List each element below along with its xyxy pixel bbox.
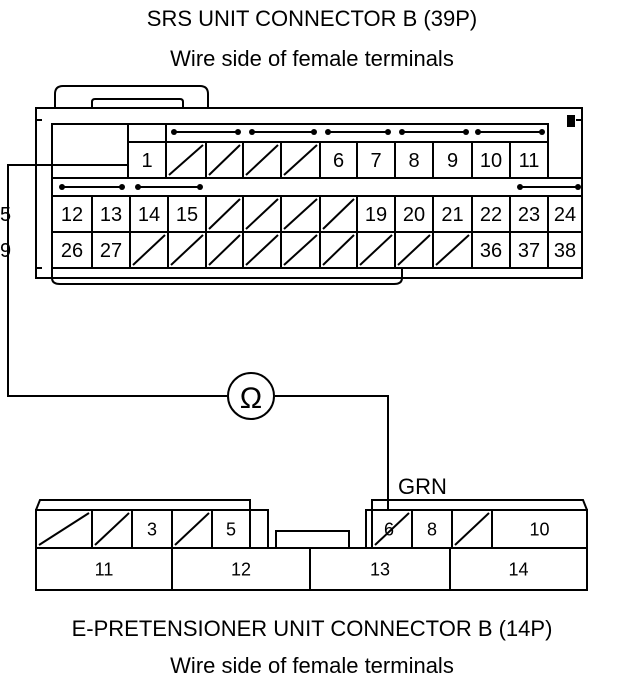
connector-b-terminals: 3 5 6 8 10 11 12 13 14 bbox=[35, 509, 588, 591]
terminal-23: 23 bbox=[518, 204, 540, 226]
guide-slot bbox=[127, 123, 167, 143]
terminal-8: 8 bbox=[408, 150, 419, 172]
terminal-38: 38 bbox=[554, 240, 576, 262]
terminal-blank-empty-slash bbox=[283, 198, 318, 230]
lock-dot bbox=[325, 129, 331, 135]
terminal-24: 24 bbox=[554, 204, 576, 226]
terminal-13: 13 bbox=[370, 559, 390, 579]
terminal-blank-empty-slash bbox=[397, 234, 431, 266]
terminal-3: 3 bbox=[147, 519, 157, 539]
lock-strip bbox=[165, 123, 549, 143]
connector-b-housing bbox=[35, 499, 588, 591]
terminal-blank-empty-slash bbox=[168, 144, 204, 176]
connector-b-title: E-PRETENSIONER UNIT CONNECTOR B (14P) bbox=[71, 616, 553, 641]
terminal-blank-empty-slash bbox=[454, 512, 490, 546]
terminal-25: 25 bbox=[0, 204, 11, 226]
terminal-14: 14 bbox=[138, 204, 160, 226]
terminal-blank-empty-slash bbox=[170, 234, 204, 266]
lock-dot bbox=[311, 129, 317, 135]
terminal-10: 10 bbox=[529, 519, 549, 539]
terminal-8: 8 bbox=[427, 519, 437, 539]
terminal-blank-empty-slash bbox=[174, 512, 210, 546]
terminal-12: 12 bbox=[231, 559, 251, 579]
lock-dot bbox=[399, 129, 405, 135]
terminal-blank-empty-slash bbox=[283, 144, 318, 176]
terminal-27: 27 bbox=[100, 240, 122, 262]
terminal-blank-empty-slash bbox=[132, 234, 166, 266]
lock-dot bbox=[59, 184, 65, 190]
terminal-blank-empty-slash bbox=[208, 144, 241, 176]
terminal-19: 19 bbox=[365, 204, 387, 226]
test-wire bbox=[7, 164, 389, 510]
terminal-6: 6 bbox=[384, 519, 394, 539]
terminal-5: 5 bbox=[226, 519, 236, 539]
terminal-blank-empty-slash bbox=[208, 198, 241, 230]
terminal-20: 20 bbox=[403, 204, 425, 226]
terminal-39: 39 bbox=[0, 240, 11, 262]
terminal-blank-empty-slash bbox=[38, 512, 90, 546]
terminal-6: 6 bbox=[333, 150, 344, 172]
terminal-22: 22 bbox=[480, 204, 502, 226]
lock-dot bbox=[249, 129, 255, 135]
ohm-symbol: Ω bbox=[240, 382, 262, 415]
connector-a-title: SRS UNIT CONNECTOR B (39P) bbox=[146, 6, 478, 31]
terminal-38-cell bbox=[547, 231, 583, 269]
terminal-blank-empty-slash bbox=[322, 198, 355, 230]
terminal-11: 11 bbox=[95, 559, 114, 579]
lock-dot bbox=[475, 129, 481, 135]
terminal-blank-empty-slash bbox=[94, 512, 130, 546]
terminal-blank-empty-slash bbox=[435, 234, 470, 266]
terminal-21: 21 bbox=[441, 204, 463, 226]
lock-dot bbox=[135, 184, 141, 190]
terminal-14-cell bbox=[449, 547, 588, 591]
connector-a-subtitle: Wire side of female terminals bbox=[170, 46, 454, 71]
lock-dot bbox=[171, 129, 177, 135]
terminal-blank-empty-slash bbox=[322, 234, 355, 266]
terminal-blank-empty-slash bbox=[208, 234, 241, 266]
terminal-blank-empty-slash bbox=[359, 234, 393, 266]
terminal-26: 26 bbox=[61, 240, 83, 262]
terminal-36: 36 bbox=[480, 240, 502, 262]
ohmmeter-icon bbox=[227, 372, 275, 420]
terminal-13: 13 bbox=[100, 204, 122, 226]
terminal-blank-empty-slash bbox=[245, 144, 279, 176]
terminal-7: 7 bbox=[370, 150, 381, 172]
lock-dot bbox=[119, 184, 125, 190]
blank-block bbox=[51, 123, 129, 179]
terminal-14: 14 bbox=[508, 559, 528, 579]
connector-a-terminals: 1 6 7 8 9 10 11 12 26 13 27 14 15 19 20 21 22 36 23 37 24 38 2… bbox=[0, 123, 583, 269]
terminal-15: 15 bbox=[176, 204, 198, 226]
terminal-9: 9 bbox=[447, 150, 458, 172]
terminal-37: 37 bbox=[518, 240, 540, 262]
connector-b-subtitle: Wire side of female terminals bbox=[170, 653, 454, 678]
lock-dot bbox=[235, 129, 241, 135]
terminal-blank-empty-slash bbox=[374, 512, 410, 546]
lock-strip bbox=[51, 177, 583, 197]
terminal-1: 1 bbox=[141, 150, 152, 172]
terminal-blank-empty-slash bbox=[283, 234, 318, 266]
terminal-blank-empty-slash bbox=[245, 198, 279, 230]
terminal-11: 11 bbox=[519, 150, 540, 172]
lock-dot bbox=[197, 184, 203, 190]
terminal-12: 12 bbox=[61, 204, 83, 226]
lock-dot bbox=[575, 184, 581, 190]
lock-dot bbox=[463, 129, 469, 135]
lock-dot bbox=[385, 129, 391, 135]
terminal-10: 10 bbox=[480, 150, 502, 172]
lock-dot bbox=[539, 129, 545, 135]
wire-color-label: GRN bbox=[398, 474, 447, 499]
terminal-blank-empty-slash bbox=[245, 234, 279, 266]
lock-dot bbox=[517, 184, 523, 190]
